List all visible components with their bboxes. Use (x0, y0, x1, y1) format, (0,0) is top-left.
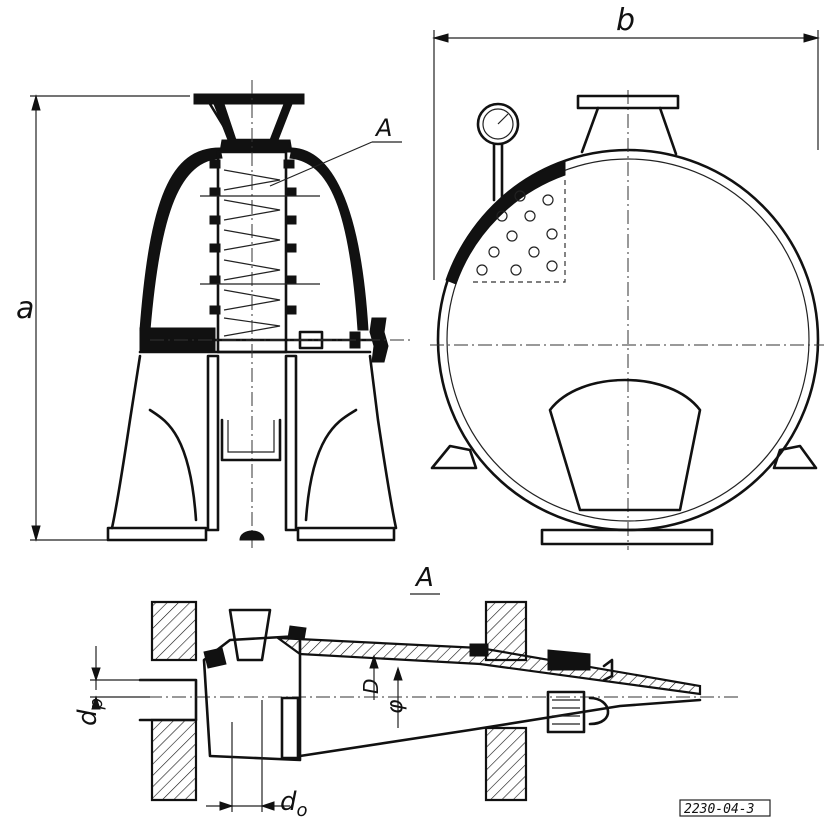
label-phi: φ (383, 699, 408, 714)
tube-bundle (476, 190, 558, 276)
label-d-p-main: d (73, 709, 103, 726)
dimension-a (30, 94, 190, 542)
dimension-label-a: a (16, 291, 34, 326)
label-d-p: dp (73, 698, 107, 726)
nozzle-stack (200, 159, 320, 337)
section-marker-A: A (374, 114, 392, 142)
label-d-o-sub: o (297, 800, 308, 818)
pressure-gauge-icon (476, 102, 520, 146)
section-A-detail: A D φ d (73, 563, 771, 818)
dimension-b (432, 30, 820, 280)
side-view: b (430, 3, 824, 550)
leader-line-A (269, 141, 373, 187)
label-d-o-main: d (280, 787, 297, 817)
label-D: D (359, 679, 383, 694)
figure-reference: 2230-04-3 (684, 802, 754, 817)
label-d-o: do (280, 787, 308, 818)
label-d-p-sub: p (86, 698, 107, 710)
section-title-A: A (414, 563, 434, 593)
front-view: a (16, 80, 410, 548)
dimension-label-b: b (616, 3, 635, 38)
